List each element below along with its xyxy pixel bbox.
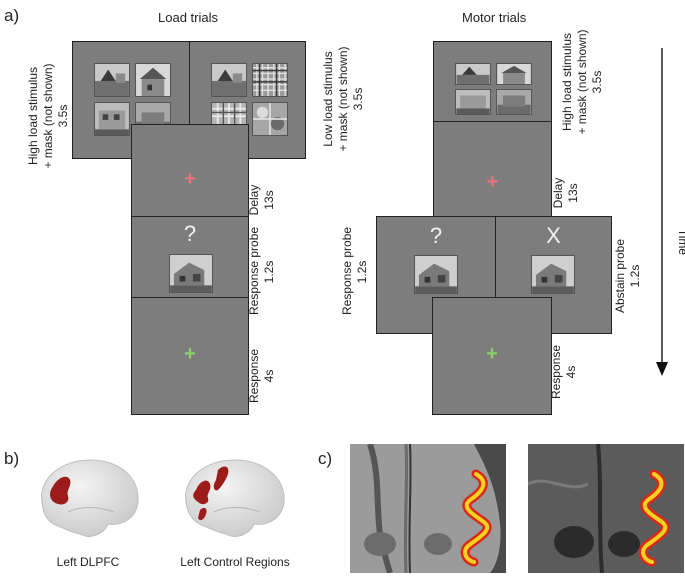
roi-dlpfc xyxy=(50,476,71,505)
stimulus-photo xyxy=(94,63,130,97)
scrambled-mask xyxy=(252,102,288,136)
stimulus-photo xyxy=(135,63,171,97)
motor-trials-title: Motor trials xyxy=(462,10,527,25)
motor-high-load-label: High load stimulus+ mask (not shown)3.5s xyxy=(560,29,604,135)
probe-photo xyxy=(169,254,213,293)
mri-slice-t1 xyxy=(350,444,506,573)
stimulus-photo xyxy=(496,63,532,85)
probe-question-mark: ? xyxy=(183,221,197,246)
scrambled-mask xyxy=(252,63,288,97)
stimulus-photo xyxy=(496,89,532,115)
roi-control-parietal xyxy=(213,466,229,491)
caption-left-control-regions: Left Control Regions xyxy=(180,555,290,569)
stimulus-photo xyxy=(94,102,130,136)
response-fixation-cross: + xyxy=(184,343,196,365)
response-fixation-cross: + xyxy=(486,343,498,365)
stimulus-photo xyxy=(211,63,247,97)
load-delay-screen: + xyxy=(131,124,249,218)
motor-delay-screen: + xyxy=(433,121,552,218)
panel-b-label: b) xyxy=(4,449,20,468)
motor-response-screen: + xyxy=(432,297,552,415)
delay-fixation-cross: + xyxy=(486,171,499,193)
roi-control-frontal xyxy=(193,480,211,505)
time-label: Time xyxy=(676,228,685,256)
probe-photo xyxy=(414,255,458,294)
roi-control-temporal xyxy=(198,507,207,521)
load-response-probe-screen: ? xyxy=(131,216,249,298)
probe-photo xyxy=(531,255,575,294)
caption-left-dlpfc: Left DLPFC xyxy=(56,555,120,569)
brain-left-dlpfc xyxy=(41,459,139,537)
load-low-load-label: Low load stimulus+ mask (not shown)3.5s xyxy=(321,46,365,152)
load-response-screen: + xyxy=(131,297,249,415)
panel-a-label: a) xyxy=(4,6,20,25)
time-arrow xyxy=(656,48,668,376)
brain-left-control xyxy=(185,459,285,537)
mri-slice-t2 xyxy=(528,444,684,573)
stimulus-photo xyxy=(455,89,491,115)
delay-fixation-cross: + xyxy=(184,168,196,190)
load-trials-title: Load trials xyxy=(158,10,218,25)
stimulus-photo xyxy=(455,63,491,85)
load-high-load-label: High load stimulus+ mask (not shown)3.5s xyxy=(26,63,70,169)
probe-question-mark: ? xyxy=(429,223,443,248)
abstain-x-symbol: X xyxy=(546,223,561,248)
motor-high-load-screen xyxy=(433,41,552,122)
panel-c-label: c) xyxy=(318,449,333,468)
